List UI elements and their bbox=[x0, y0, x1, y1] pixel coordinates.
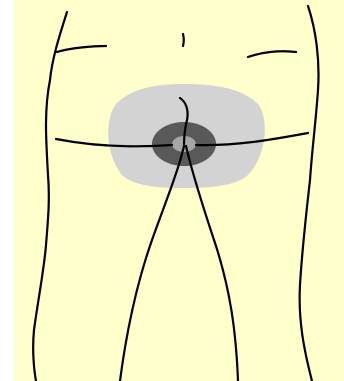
background-panel bbox=[14, 0, 344, 381]
spine-mark bbox=[183, 34, 184, 46]
